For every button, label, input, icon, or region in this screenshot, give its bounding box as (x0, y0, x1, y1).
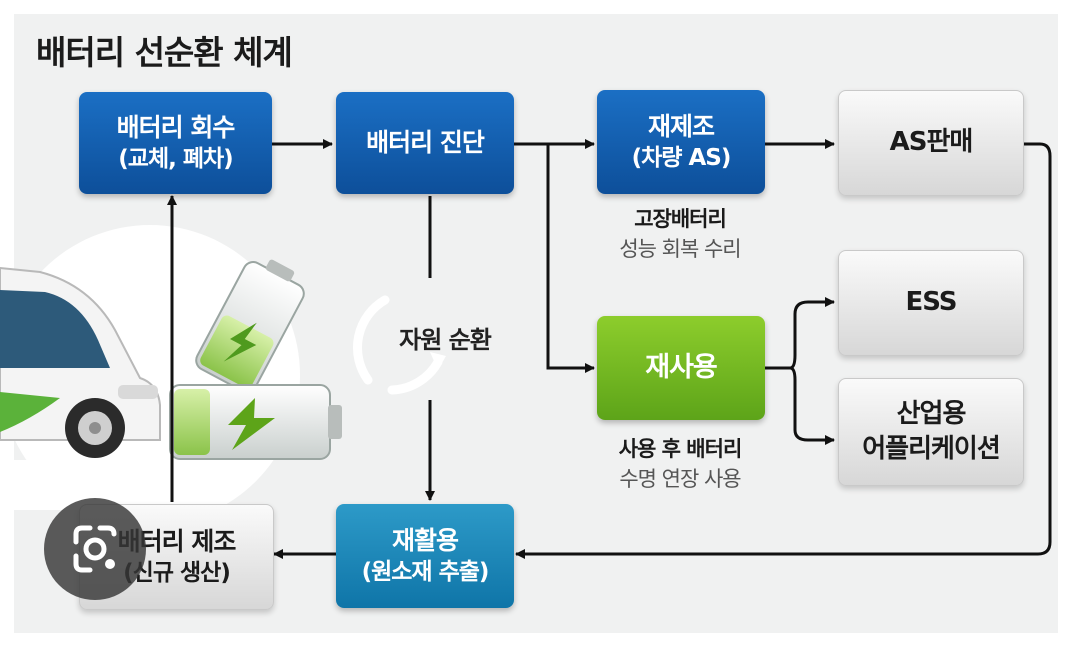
diagram-title: 배터리 선순환 체계 (36, 33, 293, 72)
box-recycle: 재활용 (원소재 추출) (336, 504, 514, 608)
note-reuse: 사용 후 배터리 수명 연장 사용 (575, 434, 785, 495)
note-light: 성능 회복 수리 (619, 237, 741, 262)
arrow-as-to-recycle (515, 142, 1052, 559)
box-line: ESS (905, 287, 957, 318)
box-line: AS판매 (889, 127, 974, 158)
note-strong: 고장배터리 (634, 207, 727, 231)
note-light: 수명 연장 사용 (619, 467, 741, 492)
image-search-lens-button[interactable] (44, 498, 146, 600)
box-remanufacture: 재제조 (차량 AS) (597, 90, 765, 194)
box-line: 배터리 진단 (366, 128, 485, 158)
box-line: 산업용 (896, 398, 967, 429)
box-battery-collection: 배터리 회수 (교체, 폐차) (79, 92, 272, 194)
connector-arrows (167, 139, 1052, 559)
arrow-reuse-to-industrial (789, 366, 835, 445)
recycle-cycle-icon (353, 295, 446, 395)
box-industrial-application: 산업용 어플리케이션 (838, 378, 1024, 486)
box-ess: ESS (838, 250, 1024, 356)
box-line: 재활용 (391, 525, 459, 555)
box-line: 재제조 (647, 111, 715, 141)
box-line: (원소재 추출) (361, 559, 490, 586)
box-battery-diagnosis: 배터리 진단 (336, 92, 514, 194)
box-as-sales: AS판매 (838, 90, 1024, 196)
box-reuse: 재사용 (597, 316, 765, 420)
note-remanufacture: 고장배터리 성능 회복 수리 (590, 204, 770, 265)
box-line: (교체, 폐차) (118, 146, 233, 173)
note-strong: 사용 후 배터리 (618, 437, 743, 461)
image-search-lens-icon (73, 525, 117, 573)
arrow-diagnose-to-reuse (546, 144, 595, 373)
resource-cycle-label: 자원 순환 (399, 326, 492, 354)
box-line: 어플리케이션 (862, 434, 1001, 464)
box-line: 배터리 회수 (116, 112, 236, 142)
box-line: (차량 AS) (631, 145, 732, 172)
battery-illustration (169, 259, 342, 460)
arrow-reuse-to-ess (765, 297, 835, 370)
box-line: 재사용 (645, 351, 718, 383)
